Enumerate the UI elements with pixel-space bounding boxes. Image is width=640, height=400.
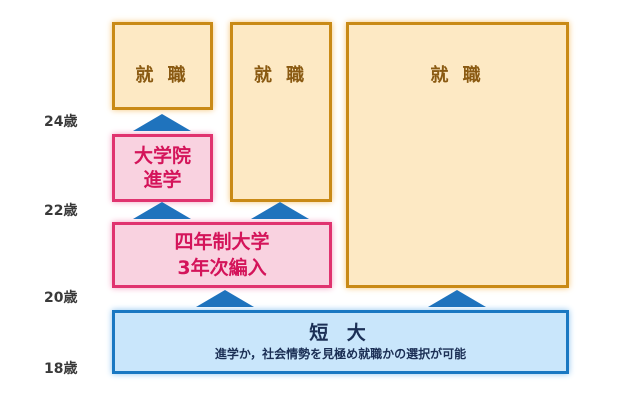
employment-box-after-grad-school: 就 職 xyxy=(112,22,213,110)
employment-label: 就 職 xyxy=(135,65,190,86)
arrow-up-icon xyxy=(133,114,191,131)
grad-school-label-line1: 大学院 xyxy=(133,145,191,167)
employment-label: 就 職 xyxy=(430,65,485,86)
arrow-up-icon xyxy=(251,202,309,219)
junior-college-subtitle: 進学か，社会情勢を見極め就職かの選択が可能 xyxy=(214,347,467,361)
junior-college-title: 短 大 xyxy=(309,322,372,344)
university-label-line1: 四年制大学 xyxy=(174,231,270,253)
arrow-up-icon xyxy=(133,202,191,219)
age-label-20: 20歳 xyxy=(44,290,78,306)
employment-box-after-junior-college: 就 職 xyxy=(346,22,569,288)
junior-college-box: 短 大 進学か，社会情勢を見極め就職かの選択が可能 xyxy=(112,310,569,374)
grad-school-box: 大学院 進学 xyxy=(112,134,213,202)
grad-school-label-line2: 進学 xyxy=(143,169,182,191)
university-label-line2: 3年次編入 xyxy=(177,257,267,279)
age-label-18: 18歳 xyxy=(44,361,78,377)
employment-label: 就 職 xyxy=(253,65,309,86)
university-transfer-box: 四年制大学 3年次編入 xyxy=(112,222,332,288)
arrow-up-icon xyxy=(196,290,254,307)
age-label-22: 22歳 xyxy=(44,203,78,219)
age-label-24: 24歳 xyxy=(44,114,78,130)
employment-box-after-university: 就 職 xyxy=(230,22,332,202)
arrow-up-icon xyxy=(428,290,486,307)
